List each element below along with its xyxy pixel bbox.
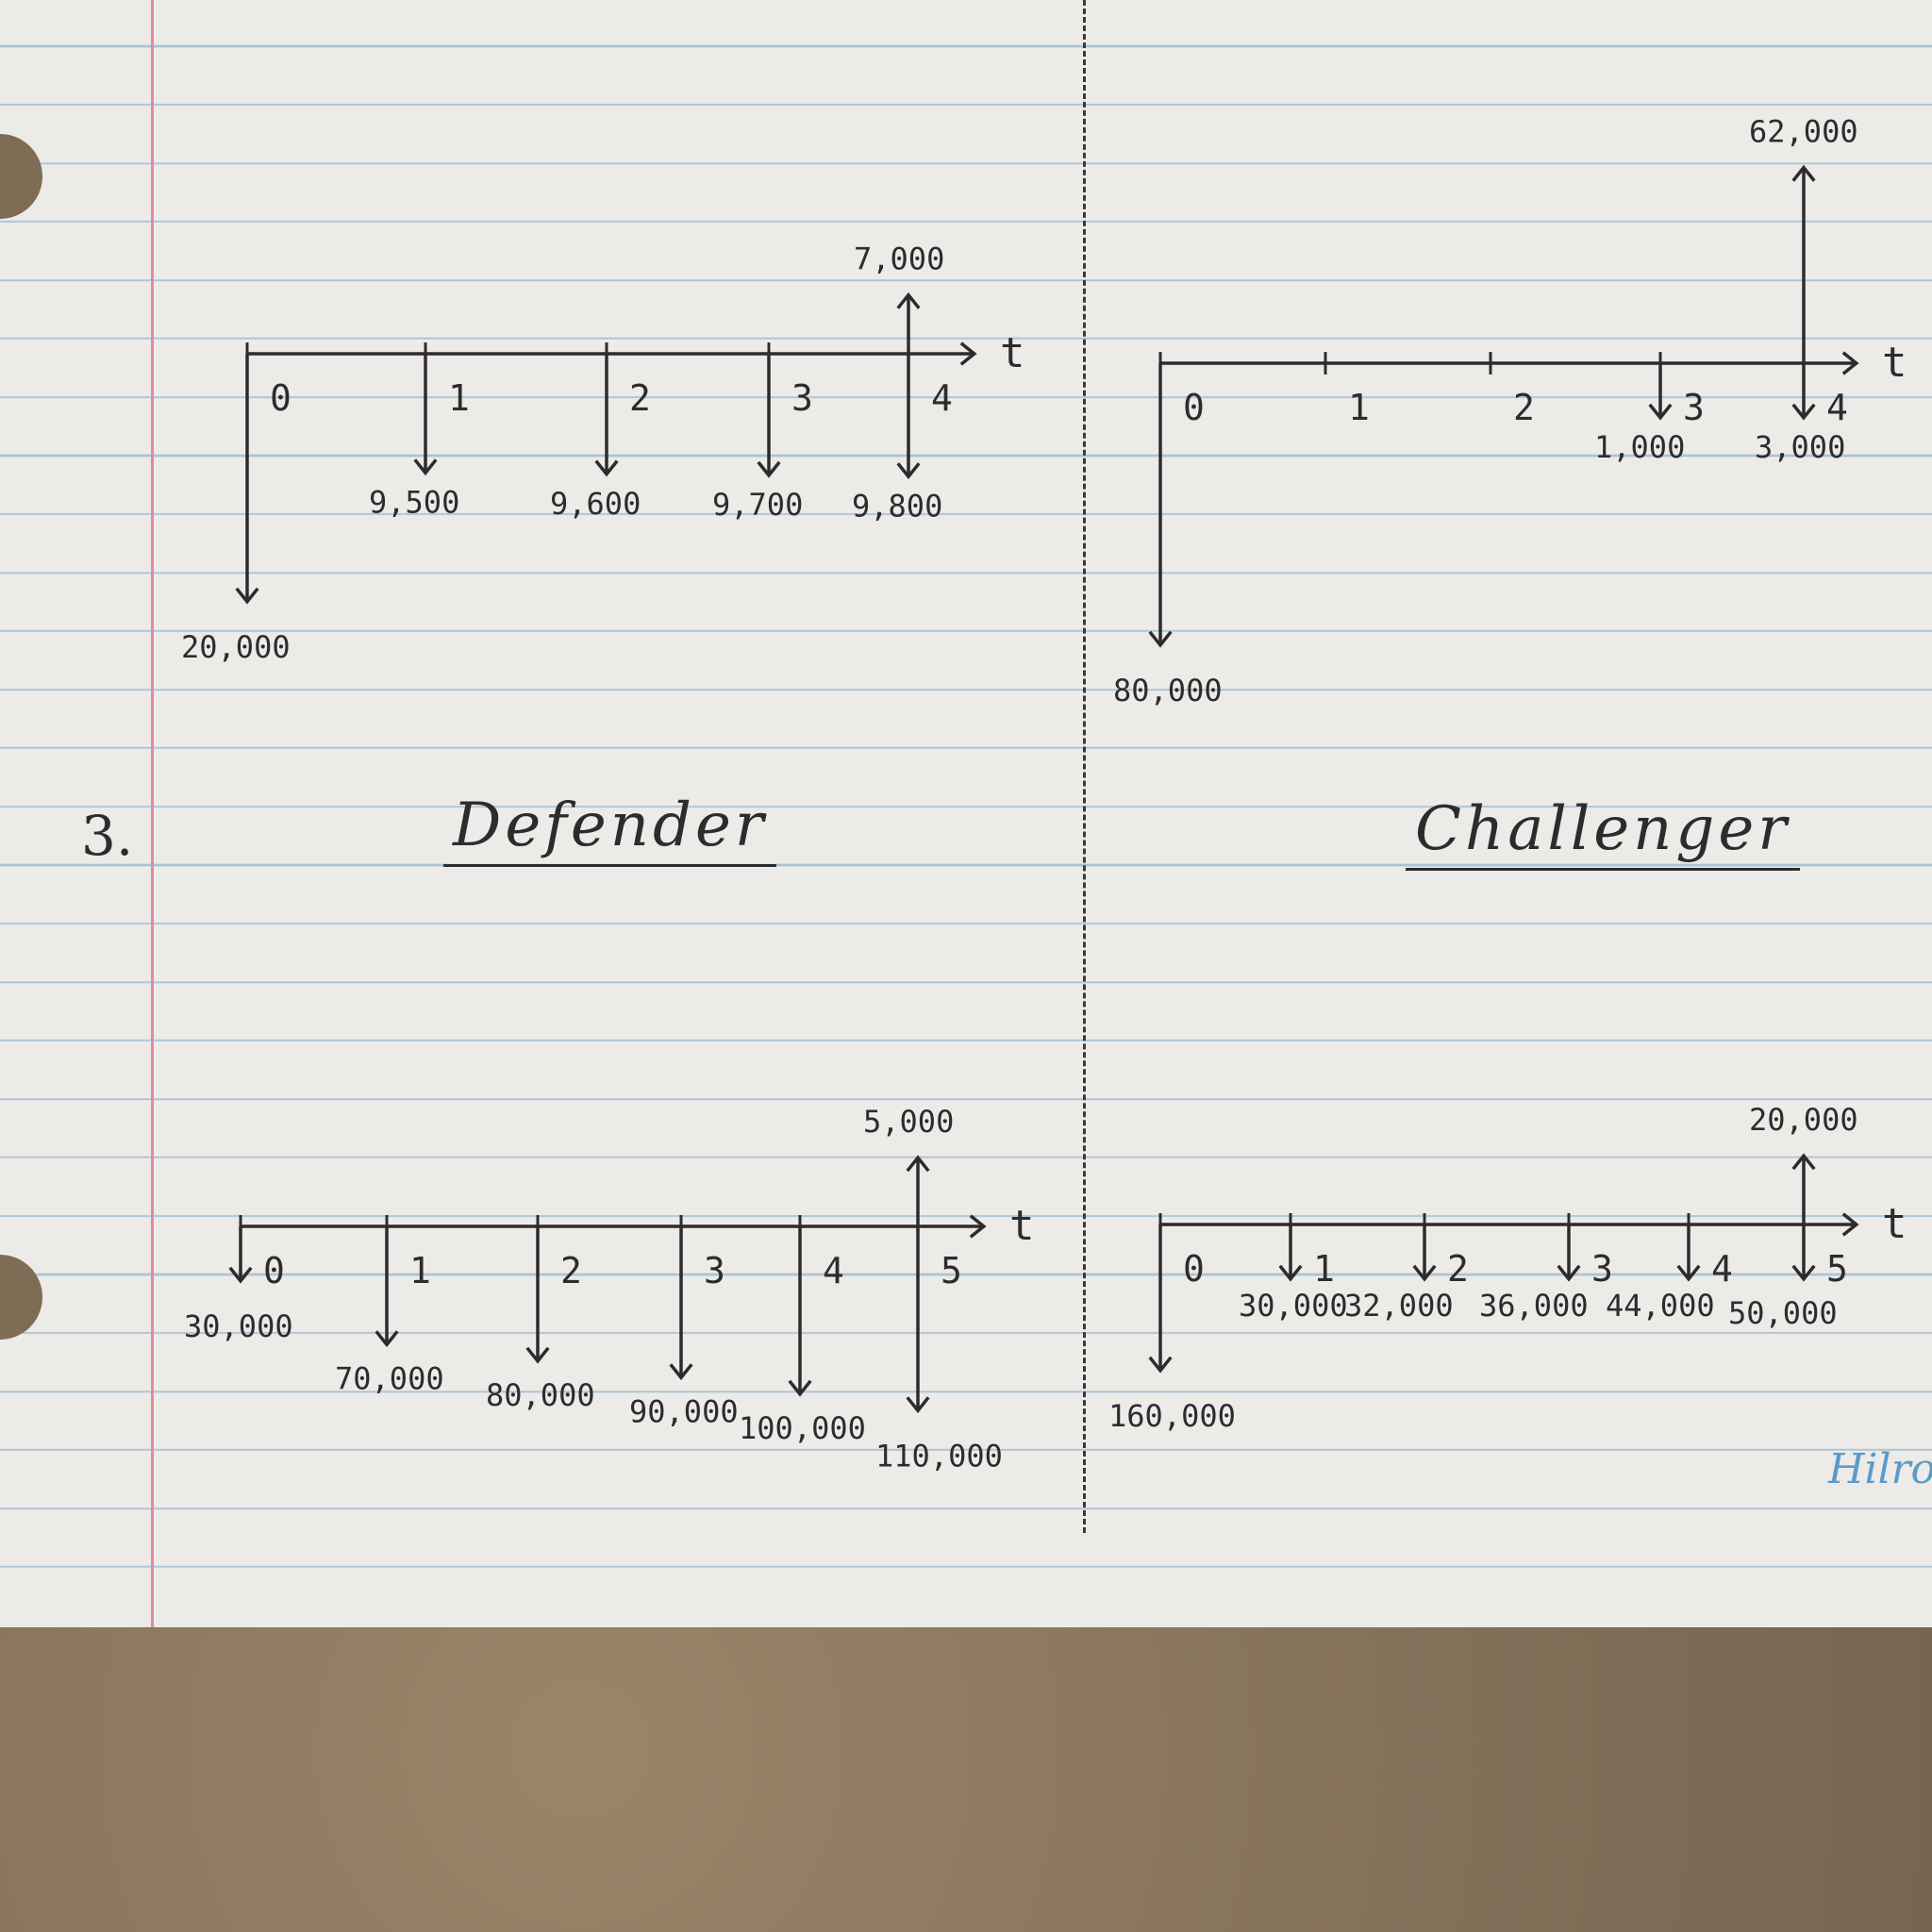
period-label: 5 — [1826, 1248, 1848, 1290]
cash-flow-amount: 30,000 — [184, 1308, 293, 1344]
period-label: 0 — [1183, 387, 1205, 428]
cash-flow-amount: 9,500 — [369, 485, 459, 521]
cash-flow-amount: 7,000 — [854, 242, 944, 277]
cash-flow-amount: 20,000 — [181, 629, 291, 665]
period-label: 1 — [1313, 1248, 1335, 1290]
problem-number: 3. — [81, 804, 134, 868]
cash-flow-diagram-top-right: t 0 1 2 3 4 80,000 1,000 3,000 62,000 — [1113, 113, 1907, 708]
cash-flow-amount: 70,000 — [335, 1361, 444, 1397]
cash-flow-diagram-top-left: t 0 1 2 3 4 20,000 9,500 9,600 9,700 9,800 7,000 — [181, 242, 1025, 666]
paper-brand-logo: Hilro — [1828, 1445, 1932, 1493]
period-label: 3 — [704, 1250, 725, 1291]
cash-flow-amount: 50,000 — [1728, 1295, 1838, 1331]
cash-flow-amount: 160,000 — [1108, 1398, 1236, 1434]
period-label: 3 — [1683, 387, 1705, 428]
period-label: 1 — [1348, 387, 1370, 428]
cash-flow-amount: 80,000 — [1113, 673, 1223, 708]
cash-flow-diagrams: t 0 1 2 3 4 20,000 9,500 9,600 9,700 9,800 7,000 t 0 1… — [181, 113, 1907, 1474]
cash-flow-amount: 62,000 — [1749, 113, 1858, 149]
challenger-heading: Challenger — [1406, 794, 1800, 871]
time-axis-label: t — [1000, 329, 1025, 377]
time-axis-label: t — [1882, 1200, 1907, 1248]
period-label: 3 — [1591, 1248, 1613, 1290]
period-label: 1 — [448, 377, 470, 419]
cash-flow-amount: 9,700 — [712, 487, 803, 523]
cash-flow-amount: 32,000 — [1344, 1288, 1454, 1324]
time-axis-label: t — [1009, 1202, 1035, 1250]
period-label: 1 — [409, 1250, 431, 1291]
period-label: 0 — [270, 377, 291, 419]
cash-flow-amount: 30,000 — [1239, 1288, 1348, 1324]
cash-flow-amount: 80,000 — [486, 1377, 595, 1413]
period-label: 0 — [263, 1250, 285, 1291]
cash-flow-amount: 3,000 — [1755, 429, 1845, 465]
cash-flow-amount: 9,600 — [550, 486, 641, 522]
period-label: 5 — [941, 1250, 962, 1291]
time-axis-label: t — [1882, 339, 1907, 387]
period-label: 4 — [823, 1250, 844, 1291]
cash-flow-amount: 100,000 — [739, 1410, 866, 1446]
cash-flow-amount: 36,000 — [1479, 1288, 1589, 1324]
cash-flow-amount: 44,000 — [1606, 1288, 1715, 1324]
notebook-paper — [0, 0, 1932, 1630]
page-divider — [1083, 0, 1086, 1533]
margin-line — [151, 0, 154, 1627]
cash-flow-amount: 20,000 — [1749, 1102, 1858, 1138]
period-label: 2 — [629, 377, 651, 419]
cash-flow-amount: 9,800 — [852, 488, 942, 524]
cash-flow-amount: 110,000 — [875, 1439, 1003, 1474]
period-label: 0 — [1183, 1248, 1205, 1290]
period-label: 2 — [1447, 1248, 1469, 1290]
period-label: 4 — [1711, 1248, 1733, 1290]
period-label: 3 — [791, 377, 813, 419]
period-label: 4 — [931, 377, 953, 419]
period-label: 2 — [1513, 387, 1535, 428]
cash-flow-amount: 90,000 — [629, 1394, 739, 1430]
period-label: 2 — [560, 1250, 582, 1291]
defender-heading: Defender — [443, 791, 777, 867]
desk-surface — [0, 1627, 1932, 1932]
period-label: 4 — [1826, 387, 1848, 428]
cash-flow-amount: 5,000 — [863, 1104, 954, 1140]
cash-flow-amount: 1,000 — [1594, 429, 1685, 465]
